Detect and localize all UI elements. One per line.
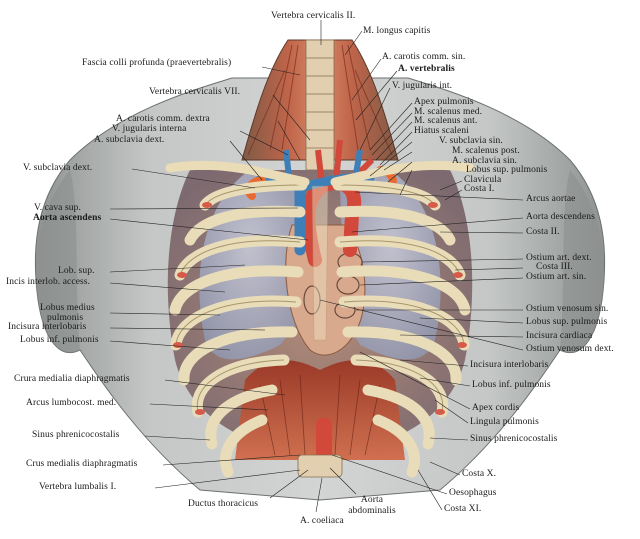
label-apex-pulmonis: Apex pulmonis (414, 97, 474, 107)
label-a-subclavia-dext: A. subclavia dext. (94, 135, 165, 145)
label-m-scalenus-med: M. scalenus med. (414, 107, 483, 117)
label-incisura-interlobaris-left: Incisura interlobaris (8, 322, 87, 332)
label-crus-medialis-diaphragmatis: Crus medialis diaphragmatis (26, 459, 138, 469)
label-incisura-interlobaris-right: Incisura interlobaris (470, 360, 549, 370)
label-sinus-phrenicocostalis-left: Sinus phrenicocostalis (32, 430, 120, 440)
label-m-longus-capitis: M. longus capitis (363, 26, 431, 36)
label-vertebra-cervicalis-ii: Vertebra cervicalis II. (271, 11, 356, 21)
label-aorta-ascendens: Aorta ascendens (33, 213, 102, 223)
label-fascia-colli-profunda: Fascia colli profunda (praevertebralis) (82, 58, 232, 68)
label-vertebra-lumbalis-i: Vertebra lumbalis I. (39, 482, 117, 492)
label-arcus-aortae: Arcus aortae (526, 194, 576, 204)
label-lobus-inf-pulmonis-right: Lobus inf. pulmonis (472, 380, 551, 390)
label-aorta-abdominalis: Aorta abdominalis (348, 495, 396, 516)
label-lob-sup: Lob. sup. (58, 266, 95, 276)
label-a-subclavia-sin: A. subclavia sin. (452, 156, 518, 166)
label-ostium-venosum-dext: Ostium venosum dext. (526, 344, 614, 354)
label-clavicula: Clavicula (464, 175, 502, 185)
label-costa-i: Costa I. (464, 184, 495, 194)
label-hiatus-scaleni: Hiatus scaleni (414, 126, 469, 136)
label-lobus-medius: Lobus medius (40, 303, 95, 313)
label-costa-x: Costa X. (462, 469, 497, 479)
label-costa-xi: Costa XI. (444, 504, 482, 514)
label-aorta-descendens: Aorta descendens (526, 212, 595, 222)
diaphragm (235, 360, 405, 460)
label-ostium-art-sin: Ostium art. sin. (526, 272, 587, 282)
label-m-scalenus-ant: M. scalenus ant. (414, 116, 478, 126)
label-v-jugularis-int: V. jugularis int. (392, 81, 453, 91)
label-ductus-thoracicus: Ductus thoracicus (188, 499, 259, 509)
label-lingula-pulmonis: Lingula pulmonis (470, 417, 539, 427)
label-lobus-sup-pulmonis-top: Lobus sup. pulmonis (466, 165, 548, 175)
label-ostium-art-dext: Ostium art. dext. (526, 253, 592, 263)
label-arcus-lumbocost-med: Arcus lumbocost. med. (26, 398, 117, 408)
label-m-scalenus-post: M. scalenus post. (452, 146, 520, 156)
label-a-coeliaca: A. coeliaca (300, 516, 344, 526)
label-pulmonis: pulmonis (47, 313, 84, 323)
label-crura-medialia-diaphragmatis: Crura medialia diaphragmatis (14, 374, 130, 384)
label-apex-cordis: Apex cordis (472, 403, 520, 413)
label-ostium-venosum-sin: Ostium venosum sin. (526, 304, 609, 314)
label-oesophagus: Oesophagus (449, 488, 497, 498)
label-sinus-phrenicocostalis-right: Sinus phrenicocostalis (470, 434, 558, 444)
label-incis-interlob-access: Incis interlob. access. (6, 277, 91, 287)
label-v-jugularis-interna: V. jugularis interna (112, 124, 187, 134)
label-lobus-inf-pulmonis-left: Lobus inf. pulmonis (20, 335, 99, 345)
label-a-carotis-comm-sin: A. carotis comm. sin. (382, 52, 466, 62)
label-v-subclavia-dext: V. subclavia dext. (23, 163, 93, 173)
label-incisura-cardiaca: Incisura cardiaca (526, 331, 593, 341)
label-v-subclavia-sin: V. subclavia sin. (439, 136, 503, 146)
label-costa-ii: Costa II. (526, 227, 560, 237)
label-vertebra-cervicalis-vii: Vertebra cervicalis VII. (149, 87, 241, 97)
label-a-vertebralis: A. vertebralis (398, 64, 455, 74)
label-costa-iii: Costa III. (536, 262, 573, 272)
label-a-carotis-comm-dextra: A. carotis comm. dextra (116, 114, 210, 124)
label-lobus-sup-pulmonis: Lobus sup. pulmonis (526, 317, 608, 327)
label-v-cava-sup: V. cava sup. (34, 203, 81, 213)
